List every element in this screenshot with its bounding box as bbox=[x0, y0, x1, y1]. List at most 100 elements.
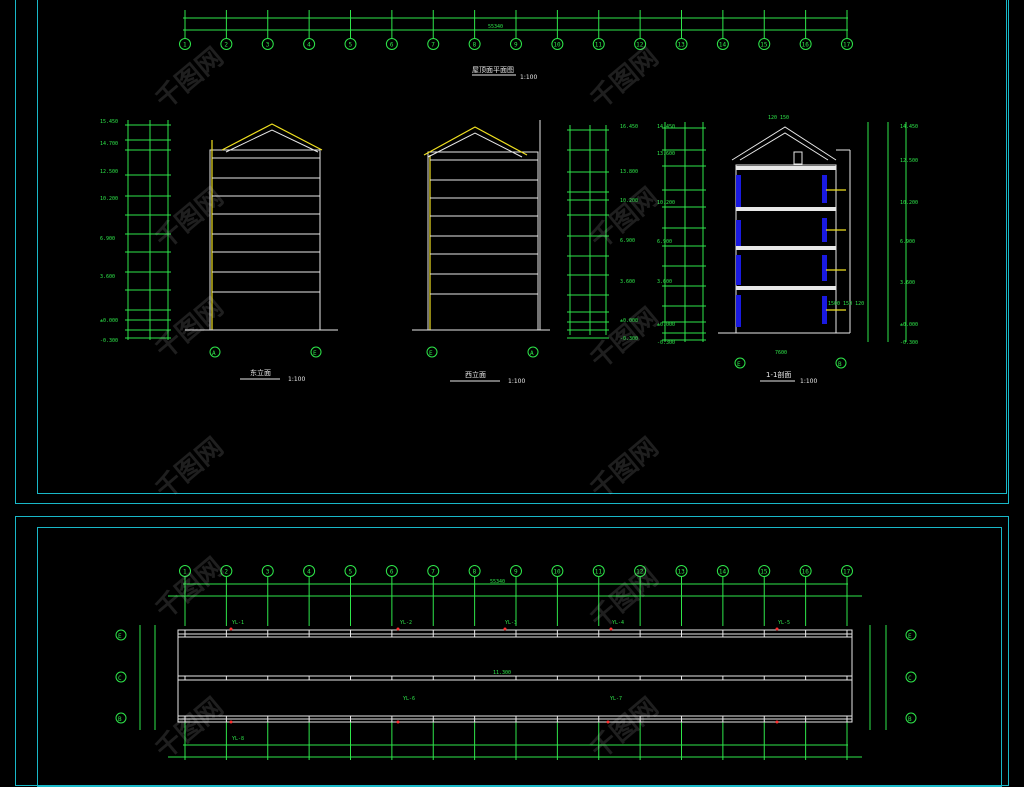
west-level-4: 3.600 bbox=[620, 279, 635, 285]
beam-label-1: YL-1 bbox=[232, 620, 244, 626]
row-axis-b-left: B bbox=[118, 716, 122, 723]
axis-label-15: 15 bbox=[760, 569, 768, 576]
axis-label-13: 13 bbox=[678, 569, 686, 576]
axis-label-9: 9 bbox=[514, 569, 518, 576]
row-axis-c-right: C bbox=[908, 675, 912, 682]
axis-bubble-2 bbox=[220, 565, 233, 577]
floor-plan: 11.300 E C B E C B YL-1 YL-2 YL-3 YL-4 Y… bbox=[115, 620, 917, 742]
axis-bubble-1 bbox=[179, 565, 191, 577]
axis-label-10: 10 bbox=[553, 42, 561, 49]
sec-l-level-1: 13.600 bbox=[657, 151, 675, 157]
sec-l-level-0: 14.450 bbox=[657, 124, 675, 130]
axis-bubble-7 bbox=[427, 565, 440, 577]
beam-label-3: YL-3 bbox=[505, 620, 517, 626]
watermark-9: 千图网 bbox=[585, 302, 664, 375]
axis-label-13: 13 bbox=[678, 42, 686, 49]
sec-r-level-6: -0.300 bbox=[900, 340, 918, 346]
west-level-1: 13.800 bbox=[620, 169, 638, 175]
west-elevation: 16.450 13.800 10.200 6.900 3.600 ±0.000 … bbox=[412, 120, 638, 385]
beam-label-4: YL-4 bbox=[612, 620, 624, 626]
axis-label-9: 9 bbox=[514, 42, 518, 49]
east-axis-e: E bbox=[313, 350, 317, 357]
axis-bubble-8 bbox=[468, 565, 481, 577]
axis-bubble-5 bbox=[344, 565, 357, 577]
section-title: 1-1剖面 bbox=[766, 370, 791, 379]
section-1-1: 120 150 7600 1500 150 120 14.450 13.600 … bbox=[657, 115, 918, 385]
axis-label-5: 5 bbox=[349, 569, 353, 576]
sheet-frame-top bbox=[15, 0, 1009, 504]
axis-bubble-13 bbox=[675, 565, 688, 577]
watermark-6: 千图网 bbox=[150, 692, 229, 765]
east-level-2: 12.500 bbox=[100, 169, 118, 175]
axis-bubble-5 bbox=[344, 38, 357, 50]
sec-r-level-3: 6.900 bbox=[900, 239, 915, 245]
beam-label-5: YL-5 bbox=[778, 620, 790, 626]
west-level-3: 6.900 bbox=[620, 238, 635, 244]
west-level-5: ±0.000 bbox=[620, 318, 638, 324]
axis-label-16: 16 bbox=[802, 42, 810, 49]
bottom-total-dim: 55340 bbox=[490, 579, 505, 585]
east-level-4: 6.900 bbox=[100, 236, 115, 242]
west-level-6: -0.300 bbox=[620, 336, 638, 342]
axis-bubble-17 bbox=[841, 565, 853, 577]
axis-bubble-2 bbox=[220, 38, 233, 50]
west-level-2: 10.200 bbox=[620, 198, 638, 204]
watermark-1: 千图网 bbox=[150, 42, 229, 115]
east-level-3: 10.200 bbox=[100, 196, 118, 202]
axis-bubble-16 bbox=[799, 565, 812, 577]
watermark-10: 千图网 bbox=[585, 432, 664, 505]
axis-label-8: 8 bbox=[473, 42, 477, 49]
axis-label-11: 11 bbox=[595, 42, 603, 49]
east-level-7: -0.300 bbox=[100, 338, 118, 344]
axis-bubble-1 bbox=[179, 38, 191, 50]
east-level-6: ±0.000 bbox=[100, 318, 118, 324]
watermark-7: 千图网 bbox=[585, 42, 664, 115]
beam-label-7: YL-7 bbox=[610, 696, 622, 702]
axis-label-7: 7 bbox=[431, 42, 435, 49]
sec-l-level-5: ±0.000 bbox=[657, 322, 675, 328]
sec-l-level-3: 6.900 bbox=[657, 239, 672, 245]
axis-label-5: 5 bbox=[349, 42, 353, 49]
axis-bubble-6 bbox=[385, 38, 398, 50]
watermark-2: 千图网 bbox=[150, 182, 229, 255]
axis-bubble-8 bbox=[468, 38, 481, 50]
axis-bubble-10 bbox=[551, 38, 564, 50]
axis-bubble-15 bbox=[758, 565, 771, 577]
east-elevation: 15.450 14.700 12.500 10.200 6.900 3.600 … bbox=[100, 119, 338, 383]
axis-label-14: 14 bbox=[719, 569, 727, 576]
axis-label-11: 11 bbox=[595, 569, 603, 576]
axis-label-17: 17 bbox=[843, 42, 851, 49]
bottom-dimension-chain: 55340 bbox=[168, 577, 862, 760]
west-axis-a: A bbox=[530, 350, 534, 357]
east-level-5: 3.600 bbox=[100, 274, 115, 280]
east-level-0: 15.450 bbox=[100, 119, 118, 125]
axis-label-3: 3 bbox=[266, 42, 270, 49]
east-scale: 1:100 bbox=[288, 376, 305, 383]
axis-label-7: 7 bbox=[431, 569, 435, 576]
watermark-3: 千图网 bbox=[150, 292, 229, 365]
east-title: 东立面 bbox=[250, 368, 271, 377]
watermark-5: 千图网 bbox=[150, 552, 229, 625]
watermark-4: 千图网 bbox=[150, 432, 229, 505]
top-total-dim: 55340 bbox=[488, 24, 503, 30]
section-bottom-dims: 7600 bbox=[775, 350, 787, 356]
axis-bubble-11 bbox=[592, 38, 605, 50]
axis-bubble-17 bbox=[841, 38, 853, 50]
axis-bubble-3 bbox=[261, 38, 274, 50]
axis-bubble-4 bbox=[303, 38, 316, 50]
axis-label-4: 4 bbox=[307, 42, 311, 49]
axis-bubble-7 bbox=[427, 38, 440, 50]
watermarks: 千图网 千图网 千图网 千图网 千图网 千图网 千图网 千图网 千图网 千图网 … bbox=[150, 42, 664, 765]
axis-bubble-13 bbox=[675, 38, 688, 50]
axis-label-17: 17 bbox=[843, 569, 851, 576]
sheet-inner-top bbox=[37, 0, 1007, 494]
axis-label-6: 6 bbox=[390, 42, 394, 49]
axis-label-4: 4 bbox=[307, 569, 311, 576]
watermark-8: 千图网 bbox=[585, 182, 664, 255]
axis-bubble-12 bbox=[634, 565, 647, 577]
row-axis-b-right: B bbox=[908, 716, 912, 723]
sec-r-level-0: 14.450 bbox=[900, 124, 918, 130]
axis-label-14: 14 bbox=[719, 42, 727, 49]
